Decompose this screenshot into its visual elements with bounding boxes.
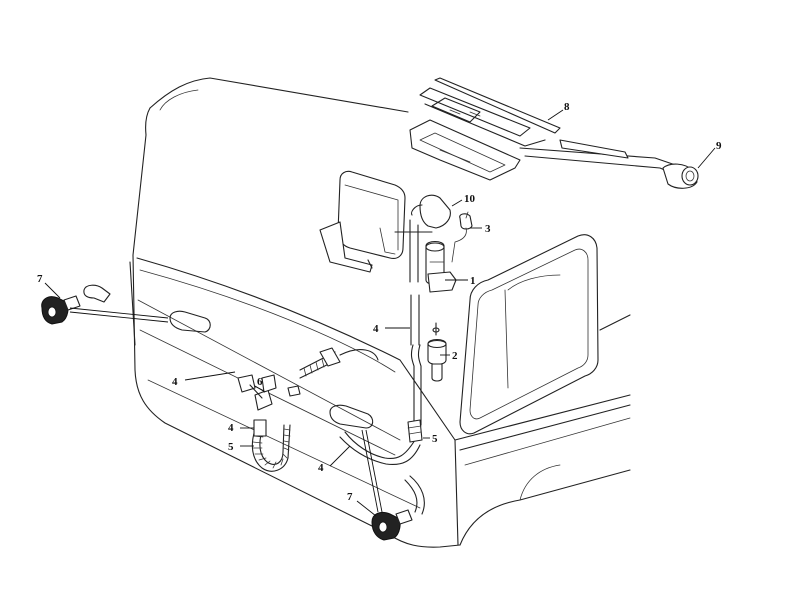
callout-4-mid: 4 <box>228 422 234 434</box>
callout-10: 10 <box>464 193 476 205</box>
cab-body-outline <box>129 77 631 548</box>
washer-nozzle-right <box>361 429 413 541</box>
washer-hoses <box>339 294 425 515</box>
washer-nozzle-left <box>41 295 169 325</box>
wiper-linkage-assembly <box>409 77 699 189</box>
hose-connectors <box>83 284 341 437</box>
callout-8: 8 <box>564 101 570 113</box>
callout-3: 3 <box>485 223 491 235</box>
corrugated-hoses <box>251 351 338 472</box>
callout-7-left: 7 <box>37 273 43 285</box>
grille-slots <box>169 310 374 429</box>
callout-7-right: 7 <box>347 491 353 503</box>
callout-leaders <box>44 109 716 517</box>
callout-2: 2 <box>452 350 458 362</box>
washer-pump-assembly <box>394 194 473 293</box>
callout-1: 1 <box>470 275 476 287</box>
callout-5-left: 5 <box>228 441 234 453</box>
door-window <box>459 234 599 435</box>
washer-filter <box>427 322 447 382</box>
callout-4-left: 4 <box>172 376 178 388</box>
callout-6: 6 <box>257 376 263 388</box>
callout-5-right: 5 <box>432 433 438 445</box>
callout-4-upper: 4 <box>373 323 379 335</box>
callout-4-lower: 4 <box>318 462 324 474</box>
callout-9: 9 <box>716 140 722 152</box>
callout-labels: 1 2 3 4 4 4 4 5 5 6 7 7 8 9 10 <box>37 101 722 503</box>
washer-reservoir <box>319 170 406 273</box>
